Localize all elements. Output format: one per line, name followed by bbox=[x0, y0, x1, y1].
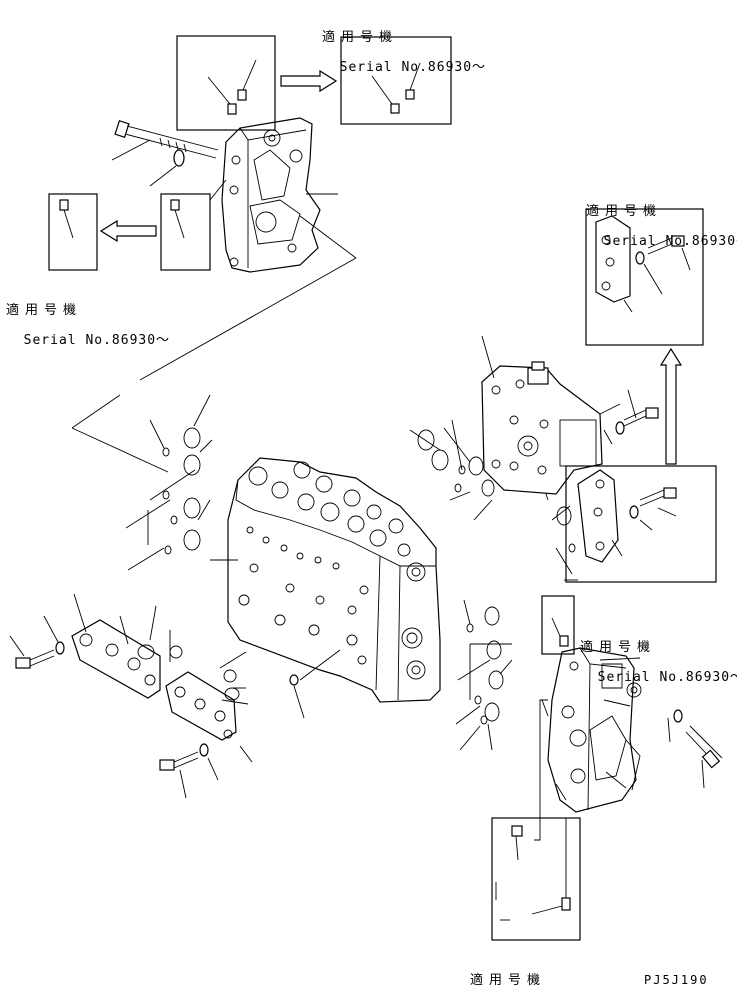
cover-box-right bbox=[551, 208, 717, 583]
washer-icon bbox=[173, 149, 185, 167]
top-end-block bbox=[48, 35, 452, 381]
plug-detail-box-lower bbox=[541, 595, 575, 655]
lower-end-block bbox=[491, 595, 723, 941]
plug-icon bbox=[59, 199, 69, 211]
plug-icon bbox=[390, 89, 415, 114]
bolt-icon bbox=[639, 487, 677, 507]
serial-number: Serial No.86930～ bbox=[597, 670, 737, 685]
serial-note-bottom: 適用号機 Serial No.86930～ bbox=[470, 943, 634, 991]
plug-detail-box-left bbox=[160, 193, 211, 271]
serial-note-lower-right: 適用号機 Serial No.86930～ bbox=[580, 610, 737, 685]
bolt-icon bbox=[114, 120, 219, 159]
plug-detail-box-top bbox=[176, 35, 276, 131]
plug-icon bbox=[511, 825, 523, 837]
washer-icon bbox=[629, 505, 639, 519]
applicable-label: 適用号機 bbox=[470, 973, 547, 988]
arrow-left-icon bbox=[99, 219, 157, 243]
serial-number: Serial No.86930～ bbox=[339, 60, 487, 75]
washer-icon bbox=[55, 641, 65, 655]
bolt-icon bbox=[159, 751, 199, 771]
serial-note-left: 適用号機 Serial No.86930～ bbox=[6, 273, 170, 348]
plug-detail-box-serial-left bbox=[48, 193, 98, 271]
plug-icon bbox=[561, 897, 571, 911]
o-ring-set-left bbox=[71, 394, 238, 571]
bolt-icon bbox=[15, 649, 55, 669]
washer-icon bbox=[673, 709, 683, 723]
cover-assembly-left bbox=[9, 593, 253, 799]
plug-icon bbox=[170, 199, 180, 211]
o-ring-set-right bbox=[455, 599, 513, 751]
plug-icon bbox=[227, 89, 247, 115]
drawing-code: PJ5J190 bbox=[644, 973, 709, 987]
cover-detail-box-serial bbox=[585, 208, 704, 346]
applicable-label: 適用号機 bbox=[586, 204, 663, 219]
serial-number: Serial No.86930～ bbox=[603, 234, 737, 249]
bolt-icon bbox=[685, 725, 723, 769]
washer-icon bbox=[199, 743, 209, 757]
main-valve-body bbox=[227, 457, 441, 719]
bolt-icon bbox=[623, 407, 659, 427]
bolt-icon bbox=[647, 235, 685, 255]
plug-detail-box-serial bbox=[340, 36, 452, 125]
serial-note-right: 適用号機 Serial No.86930～ bbox=[586, 174, 737, 249]
arrow-right-icon bbox=[280, 69, 338, 93]
cover-detail-box bbox=[565, 465, 717, 583]
washer-icon bbox=[615, 421, 625, 435]
serial-number: Serial No.86930～ bbox=[23, 333, 171, 348]
applicable-label: 適用号機 bbox=[580, 640, 657, 655]
plug-detail-box-serial-bottom bbox=[491, 817, 581, 941]
applicable-label: 適用号機 bbox=[6, 303, 83, 318]
washer-icon bbox=[635, 251, 645, 265]
solenoid-block bbox=[409, 335, 659, 521]
arrow-up-icon bbox=[659, 347, 683, 465]
plug-icon bbox=[559, 635, 569, 647]
serial-note-top: 適用号機 Serial No.86930～ bbox=[322, 0, 486, 75]
applicable-label: 適用号機 bbox=[322, 30, 399, 45]
